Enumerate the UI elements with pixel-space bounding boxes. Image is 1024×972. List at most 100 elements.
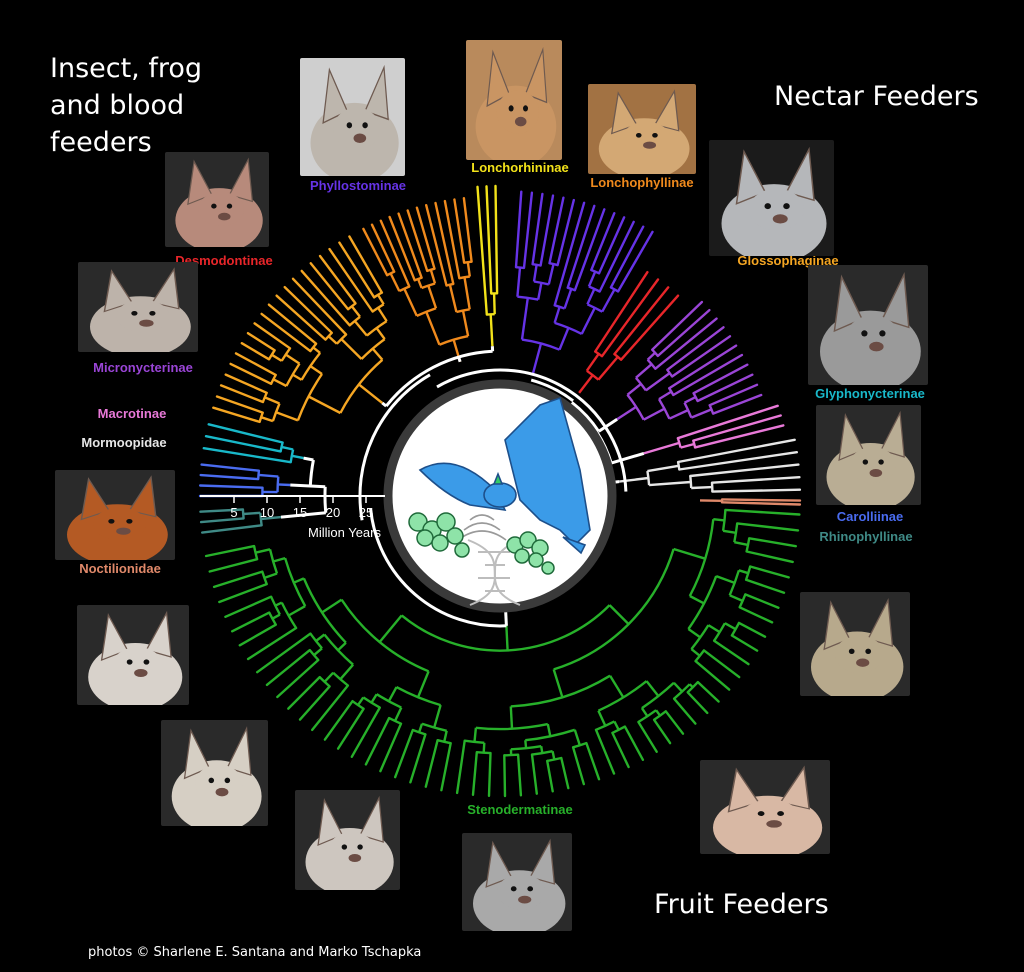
tree-node-arc <box>676 461 681 470</box>
tree-node-arc <box>280 602 298 629</box>
bat-photo <box>161 720 268 826</box>
tree-node-arc <box>347 302 357 311</box>
tree-branch <box>338 241 376 299</box>
backbone-ring <box>436 368 628 492</box>
tree-branch <box>311 684 350 732</box>
bat-portrait-icon <box>161 720 268 826</box>
tree-branch <box>666 326 725 371</box>
tree-branch <box>353 320 368 337</box>
tree-branch <box>198 484 264 489</box>
tree-branch <box>403 288 418 317</box>
bat-photo <box>300 58 405 176</box>
tree-branch <box>689 594 705 605</box>
tree-branch <box>275 294 327 341</box>
tree-branch <box>711 393 763 415</box>
bat-photo <box>295 790 400 890</box>
tree-branch <box>200 524 263 534</box>
bat-photo <box>55 470 175 560</box>
tree-branch <box>585 741 601 781</box>
clade-label-stenodermatinae: Stenodermatinae <box>467 802 572 817</box>
tree-branch <box>271 613 281 620</box>
tree-branch <box>594 728 616 775</box>
backbone-stem <box>290 483 326 489</box>
tree-node-arc <box>546 756 562 763</box>
tree-branch <box>600 278 660 358</box>
clade-label-desmodontinae: Desmodontinae <box>175 253 273 268</box>
bat-photo <box>165 152 269 247</box>
bat-photo <box>800 592 910 696</box>
tree-branch <box>393 707 403 722</box>
tree-branch <box>315 633 326 642</box>
tree-branch <box>573 729 581 746</box>
tree-branch <box>207 423 284 444</box>
tree-branch <box>646 351 656 361</box>
tree-branch <box>253 322 292 350</box>
tree-branch <box>298 685 331 721</box>
tree-branch <box>539 194 555 267</box>
tree-branch <box>260 416 274 423</box>
tree-node-arc <box>666 369 674 378</box>
tree-branch <box>664 710 685 735</box>
tree-node-arc <box>653 710 667 721</box>
tree-branch <box>323 700 354 741</box>
tree-branch <box>608 604 630 625</box>
backbone-stem <box>597 418 618 433</box>
photo-credit: photos © Sharlene E. Santana and Marko T… <box>88 945 422 960</box>
tree-branch <box>546 759 554 793</box>
tree-branch <box>309 365 323 375</box>
tree-branch <box>417 723 424 733</box>
tree-node-arc <box>373 291 383 299</box>
tree-node-arc <box>437 739 451 745</box>
tree-branch <box>619 294 680 361</box>
tree-branch <box>376 294 385 305</box>
tree-node-arc <box>651 348 659 357</box>
axis-tick-label: 5 <box>230 505 237 520</box>
axis-tick-label: 15 <box>293 505 307 520</box>
tree-node-arc <box>348 315 361 327</box>
tree-branch <box>482 742 486 753</box>
tree-branch <box>696 680 720 703</box>
tree-node-arc <box>676 437 682 448</box>
tree-branch <box>609 225 645 289</box>
clade-label-lonchophyllinae: Lonchophyllinae <box>590 175 693 190</box>
clade-label-phyllostominae: Phyllostominae <box>310 178 406 193</box>
tree-branch <box>516 267 522 297</box>
tree-branch <box>494 184 499 295</box>
tree-branch <box>626 382 642 396</box>
tree-branch <box>537 282 543 300</box>
tree-branch <box>379 219 411 288</box>
tree-branch <box>594 271 649 353</box>
tree-node-arc <box>694 649 705 662</box>
tree-node-arc <box>531 750 553 756</box>
tree-branch <box>425 203 448 287</box>
tree-branch <box>616 230 654 293</box>
backbone-ring <box>358 373 431 521</box>
tree-branch <box>547 263 555 285</box>
tree-branch <box>738 606 774 624</box>
tree-branch <box>337 641 347 652</box>
tree-node-arc <box>335 333 347 345</box>
tree-branch <box>370 223 396 273</box>
tree-branch <box>292 373 303 381</box>
tree-branch <box>649 480 691 487</box>
tree-node-arc <box>261 392 268 403</box>
clade-label-glossophaginae: Glossophaginae <box>737 253 838 268</box>
tree-branch <box>598 220 635 293</box>
tree-branch <box>212 406 261 424</box>
bat-photo <box>588 84 696 174</box>
tree-branch <box>455 739 466 795</box>
tree-branch <box>688 683 694 689</box>
tree-branch <box>427 285 438 309</box>
tree-branch <box>224 595 273 618</box>
tree-branch <box>313 647 323 657</box>
bat-silhouette-icon <box>418 396 591 555</box>
tree-branch <box>522 191 534 270</box>
tree-branch <box>379 722 403 773</box>
backbone-stem <box>303 456 314 462</box>
tree-node-arc <box>510 745 542 751</box>
clade-label-mormoopidae: Mormoopidae <box>81 435 166 450</box>
fruit-cluster-icon <box>408 512 470 558</box>
tree-branch <box>461 310 470 337</box>
